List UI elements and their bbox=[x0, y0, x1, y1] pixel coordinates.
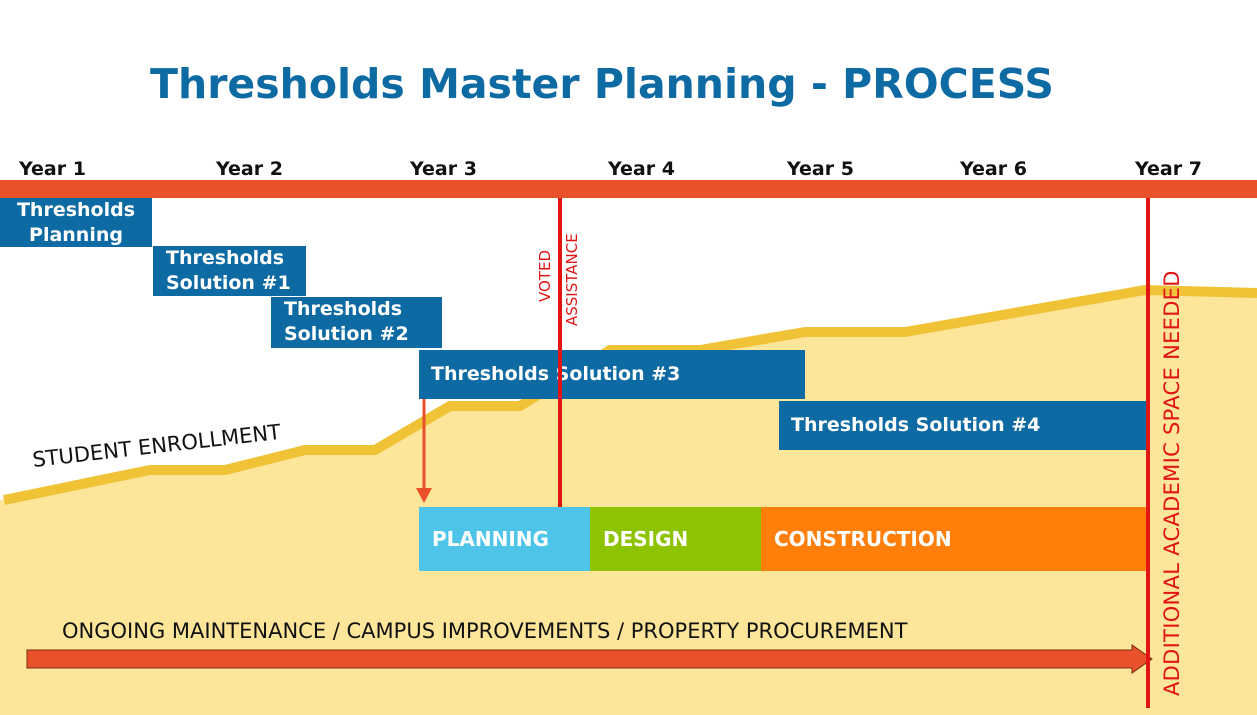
year-label-5: Year 5 bbox=[787, 158, 854, 180]
year-label-2: Year 2 bbox=[216, 158, 283, 180]
additional-space-line bbox=[1146, 198, 1150, 708]
enrollment-area bbox=[0, 290, 1257, 715]
thresholds-solution-1-box: Thresholds Solution #1 bbox=[153, 246, 306, 296]
thresholds-solution-2-box: Thresholds Solution #2 bbox=[271, 297, 442, 348]
thresholds-solution-4-box: Thresholds Solution #4 bbox=[779, 401, 1148, 450]
thresholds-solution-3-box: Thresholds Solution #3 bbox=[419, 350, 805, 399]
page-title: Thresholds Master Planning - PROCESS bbox=[150, 60, 1054, 108]
year-label-1: Year 1 bbox=[19, 158, 86, 180]
year-label-6: Year 6 bbox=[960, 158, 1027, 180]
additional-space-label: ADDITIONAL ACADEMIC SPACE NEEDED bbox=[1160, 270, 1184, 696]
assistance-label: ASSISTANCE bbox=[563, 233, 581, 326]
voted-assistance-line bbox=[558, 198, 562, 507]
maintenance-arrow bbox=[26, 644, 1153, 674]
construction-phase: CONSTRUCTION bbox=[761, 507, 1148, 571]
year-label-3: Year 3 bbox=[410, 158, 477, 180]
planning-phase: PLANNING bbox=[419, 507, 590, 571]
enrollment-line bbox=[2, 285, 1257, 505]
thresholds-planning-box: Thresholds Planning bbox=[0, 198, 152, 247]
year-label-7: Year 7 bbox=[1135, 158, 1202, 180]
timeline-bar bbox=[0, 180, 1257, 198]
voted-label: VOTED bbox=[536, 250, 554, 302]
design-phase: DESIGN bbox=[590, 507, 761, 571]
year-label-4: Year 4 bbox=[608, 158, 675, 180]
ongoing-maintenance-label: ONGOING MAINTENANCE / CAMPUS IMPROVEMENT… bbox=[62, 619, 908, 643]
down-arrow-head bbox=[416, 488, 432, 503]
